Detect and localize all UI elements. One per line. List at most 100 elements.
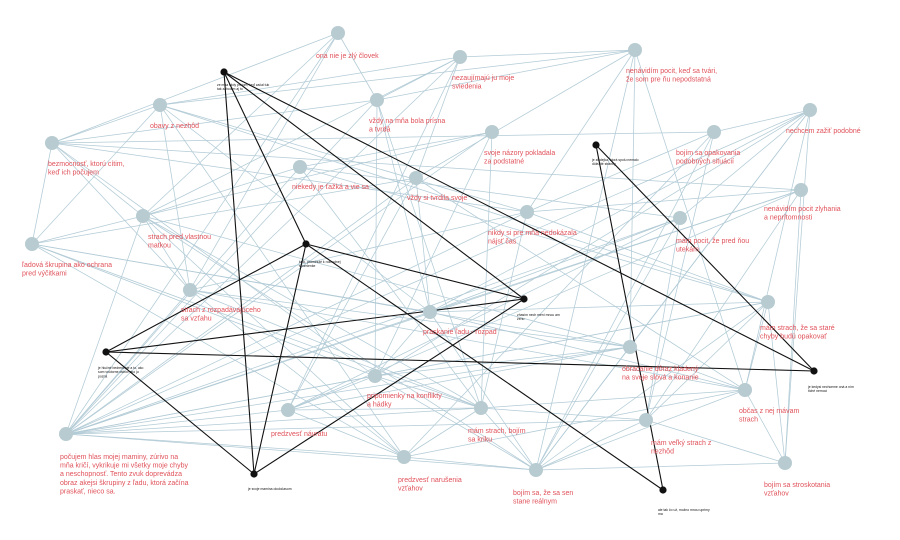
edge-k3-k5 [105,243,307,353]
b12-label-line: a neprítomnosti [764,215,813,222]
b14-label-line: nikdy si pre mňa nedokázala [488,230,577,237]
b21-label-line: pripomienky na konflikty [367,393,442,400]
b22-node [738,383,752,397]
edge-b4-b24 [376,99,482,409]
b20-label-line: obracanie dôraz kladený [622,366,699,373]
b10-node [293,160,307,174]
edge-b26-b27 [65,433,405,458]
b26-label-line: počujem hlas mojej maminy, zúrivo na [60,454,178,461]
edge-b25-b28 [535,419,647,471]
edge-b12-b23 [287,189,802,411]
edge-b20-b26 [65,346,631,435]
b4-node [370,93,384,107]
b2-label: nenávidím pocit, keď sa tvári, že som pre… [626,68,717,84]
edge-b4-b9 [51,99,378,144]
edge-b2-b28 [535,49,636,471]
b5-label: obavy z nezhôd [150,123,199,130]
b4-label-line: vždy na mňa bola prísna [369,118,445,125]
edge-b22-b27 [403,389,746,458]
b8-label-line: za podstatné [484,159,524,166]
b5-label-line: obavy z nezhôd [150,123,199,130]
edge-k5-k7 [105,351,255,475]
edge-b9-b13 [51,142,144,217]
b27-label-line: predzvesť narušenia [398,477,462,484]
b22-label-line: strach [739,417,758,424]
edge-b21-b24 [374,375,482,409]
b20-label-line: na svoje slová a konanie [622,375,699,382]
b17-label-line: sa vzťahu [181,316,212,323]
edge-b2-b5 [159,49,636,106]
k2-label-line: dôležité stránky [592,162,616,166]
edge-b14-b17 [189,211,528,291]
edge-b2-b20 [629,49,636,348]
b24-label-line: mám strach, bojím [468,428,526,435]
edge-b11-b18 [415,177,431,313]
edge-b19-b29 [767,301,786,464]
edge-b5-b14 [159,104,528,213]
edge-b12-b29 [784,189,802,464]
k7-label-line: je svoje mamina okoločasom [247,487,292,491]
edge-b17-b24 [189,289,482,409]
b16-label-line: ľadová škrupina ako ochrana [22,262,112,269]
edge-b12-b25 [645,189,802,421]
edge-b1-b9 [51,32,339,144]
b3-node [453,50,467,64]
edge-b13-b17 [142,215,191,291]
b9-node [45,136,59,150]
b21-label: pripomienky na konflikty a hádky [367,393,442,409]
b7-node [707,125,721,139]
b16-node [25,237,39,251]
b23-label-line: predzvesť návratu [271,431,327,438]
b17-node [183,283,197,297]
k5-label-line: je hlučné bedrenenie a to, ako [97,366,144,370]
b14-label-line: nájsť čas [488,239,517,246]
b2-label-line: že som pre ňu nepodstatná [626,77,711,84]
edge-b6-b22 [744,109,811,391]
b25-label-line: nezhôd [651,449,674,456]
edge-b15-b18 [429,217,681,313]
edge-b7-b9 [51,131,715,144]
edge-b7-b14 [526,131,715,213]
edge-b13-b28 [142,215,537,471]
edge-b25-b26 [65,419,647,435]
edge-k1-k7 [223,71,255,475]
b27-node [397,450,411,464]
b1-label-line: ona nie je zlý človek [316,53,379,60]
b20-label: obracanie dôraz kladený na svoje slová a … [622,366,699,382]
k8-label-line: ma [658,512,663,516]
edge-b4-b18 [376,99,431,313]
b21-node [368,369,382,383]
edge-b23-b24 [287,407,482,411]
edge-b19-b28 [535,301,769,471]
edge-b7-b28 [535,131,715,471]
edge-b10-b13 [142,166,301,217]
b5-node [153,98,167,112]
b2-label-line: nenávidím pocit, keď sa tvári, [626,68,717,75]
b15-label-line: utekám [676,247,699,254]
edge-b3-b26 [65,56,461,435]
edge-b14-b19 [526,211,769,303]
edge-b20-b22 [629,346,746,391]
edge-b3-b13 [142,56,461,217]
edge-b17-b26 [65,289,191,435]
edge-b2-b14 [526,49,636,213]
b12-node [794,183,808,197]
edge-k3-k4 [305,243,525,300]
b29-label-line: bojím sa stroskotania [764,482,830,489]
edge-b23-b27 [287,409,405,458]
b9-label: bezmocnosť, ktorú cítim,keď ich počujem [48,161,125,177]
edge-b1-b17 [189,32,339,291]
b21-label-line: a hádky [367,402,392,409]
b18-node [423,305,437,319]
b11-label-line: vždy si tvrdila svoje [407,195,467,202]
b6-label-line: nechcem zažiť podobné [786,128,861,135]
edge-b24-b25 [480,407,647,421]
edge-k1-k6 [223,71,815,372]
k8-label-line: ale tak čo už, možno mnou uprimy [658,508,710,512]
edge-b6-b26 [65,109,811,435]
b15-node [673,211,687,225]
edge-b13-b20 [142,215,631,348]
